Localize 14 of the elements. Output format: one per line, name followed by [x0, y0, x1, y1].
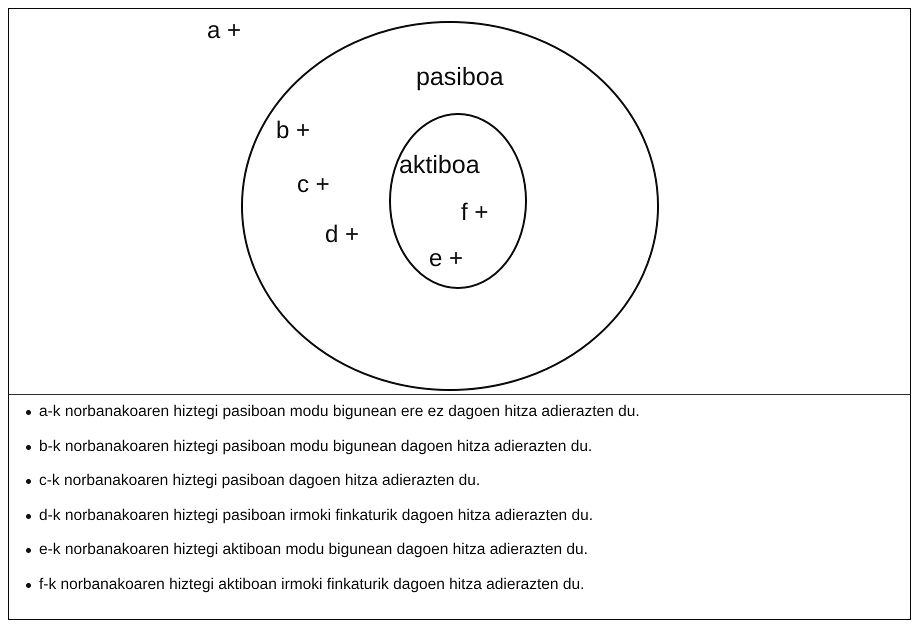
bullet-item: f-k norbanakoaren hiztegi aktiboan irmoki finkaturik dagoen hitza adierazten du. — [39, 576, 584, 594]
point-marker-label: b + — [276, 117, 310, 145]
point-marker-label: e + — [429, 245, 464, 273]
bullet-item: a-k norbanakoaren hiztegi pasiboan modu bigunean ere ez dagoen hitza adierazten du. — [39, 403, 640, 421]
set-label: aktiboa — [399, 151, 480, 180]
bullet-item: d-k norbanakoaren hiztegi pasiboan irmoki finkaturik dagoen hitza adierazten du. — [39, 506, 594, 524]
bullet-item: e-k norbanakoaren hiztegi aktiboan modu bigunean dagoen hitza adierazten du. — [39, 541, 588, 559]
point-marker-label: c + — [297, 171, 330, 199]
point-marker-label: a + — [207, 17, 242, 45]
bullet-item: b-k norbanakoaren hiztegi pasiboan modu bigunean dagoen hitza adierazten du. — [39, 438, 592, 456]
bullet-item: c-k norbanakoaren hiztegi pasiboan dagoen hitza adierazten du. — [39, 472, 480, 490]
set-label: pasiboa — [416, 63, 504, 92]
point-marker-label: d + — [325, 221, 360, 249]
point-marker-label: f + — [461, 199, 488, 227]
